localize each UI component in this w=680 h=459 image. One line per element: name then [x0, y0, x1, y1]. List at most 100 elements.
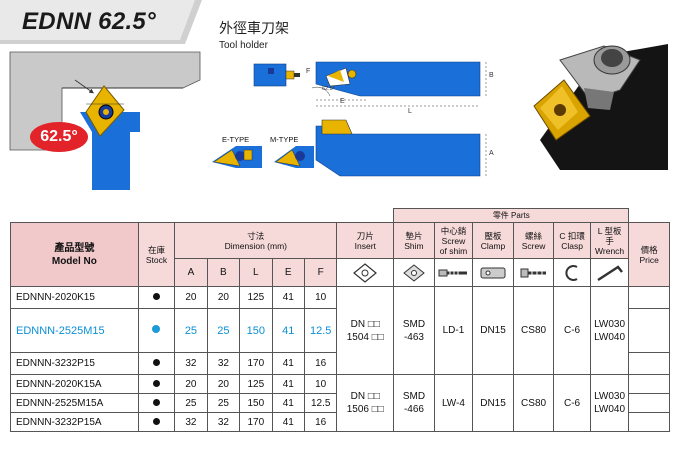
clasp-header: C 扣環 Clasp	[553, 222, 591, 259]
insert-header-en: Insert	[354, 240, 376, 251]
b-cell: 25	[206, 393, 241, 413]
title-banner: EDNN 62.5°	[0, 0, 202, 44]
price-cell	[628, 352, 670, 375]
model-header-cn: 產品型號	[54, 242, 95, 254]
b-cell: 32	[206, 352, 241, 375]
f-cell: 12.5	[303, 308, 338, 353]
shim-header-cn: 墊片	[405, 230, 423, 241]
clamp-cell: DN15	[472, 286, 514, 375]
e-cell: 41	[271, 352, 305, 375]
shim-icon	[403, 263, 425, 282]
insert-header: 刀片 Insert	[336, 222, 395, 259]
side-tool-illustration	[80, 85, 140, 190]
screw-cell: CS80	[512, 374, 555, 432]
top-view-illustration	[253, 61, 487, 107]
screw-header: 螺絲 Screw	[512, 222, 555, 259]
e-cell: 41	[271, 308, 305, 353]
e-type-illustration	[212, 146, 262, 168]
clasp-header-en: Clasp	[561, 240, 583, 251]
l-cell: 125	[239, 374, 273, 394]
stock-header: 在庫 Stock	[137, 222, 176, 287]
l-cell: 125	[239, 286, 273, 309]
tool-drawings	[9, 44, 670, 204]
dim-col-b: B	[206, 258, 241, 287]
screw-icon-cell	[512, 258, 555, 287]
clasp-icon	[565, 264, 578, 281]
spec-table: 零件 Parts 產品型號 Model No 在庫 Stock 寸法 Dimen…	[10, 208, 670, 432]
dim-label-e: E	[340, 98, 345, 105]
clamp-cell: DN15	[472, 374, 514, 432]
table-row: EDNNN-2020K15 20 20 125 41 10 DN □□ 1504…	[10, 286, 670, 375]
price-cell	[628, 374, 670, 394]
table-spacer	[629, 209, 670, 223]
stock-dot	[152, 398, 160, 406]
table-row: EDNNN-2020K15A 20 20 125 41 10 DN □□ 150…	[10, 374, 670, 432]
f-cell: 16	[303, 352, 338, 375]
dim-label-a: A	[489, 150, 494, 157]
clamp-icon	[480, 267, 506, 278]
page-title: EDNN 62.5°	[22, 8, 156, 35]
shim-cell: SMD -463	[393, 286, 435, 375]
shim-line-2: -466	[403, 404, 424, 415]
wrench-icon-cell	[589, 258, 630, 287]
dim-col-e: E	[271, 258, 305, 287]
model-cell: EDNNN-2020K15A	[10, 374, 139, 394]
stock-dot	[152, 379, 160, 387]
stock-cell	[137, 308, 176, 353]
clasp-cell: C-6	[553, 286, 591, 375]
screw-icon	[520, 268, 546, 277]
a-cell: 20	[174, 286, 208, 309]
e-type-label: E-TYPE	[222, 135, 250, 144]
m-type-illustration	[274, 146, 314, 168]
stock-header-en: Stock	[145, 254, 168, 265]
insert-line-2: 1506 □□	[346, 404, 384, 415]
price-cell	[628, 412, 670, 432]
clamp-header: 壓板 Clamp	[472, 222, 514, 259]
stock-cell	[137, 352, 176, 375]
parts-header: 零件 Parts	[393, 208, 630, 223]
model-header-en: Model No	[51, 255, 97, 267]
stock-cell	[137, 286, 176, 309]
model-cell: EDNNN-2525M15A	[10, 393, 139, 413]
wrench-cell: LW030 LW040	[589, 374, 630, 432]
insert-line-2: 1504 □□	[346, 331, 384, 343]
a-cell: 25	[174, 393, 208, 413]
price-cell	[628, 308, 670, 353]
wrench-header-cn1: L 型板	[597, 225, 622, 236]
stock-dot	[152, 359, 160, 366]
m-type-label: M-TYPE	[270, 135, 299, 144]
b-cell: 25	[206, 308, 241, 353]
insert-icon-cell	[336, 258, 395, 287]
wrench-line-2: LW040	[594, 331, 626, 343]
dimension-header-cn: 寸法	[247, 230, 265, 241]
clasp-icon-cell	[553, 258, 591, 287]
wrench-header: L 型板 手 Wrench	[589, 222, 630, 259]
clamp-header-cn: 壓板	[484, 230, 502, 241]
angle-badge: 62.5°	[30, 122, 88, 152]
e-cell: 41	[271, 393, 305, 413]
table-spacer	[11, 209, 394, 223]
dim-label-l: L	[408, 108, 412, 115]
holder-subtitle: Tool holder	[219, 40, 268, 51]
shim-screw-icon	[438, 269, 468, 276]
side-view-illustration	[315, 119, 487, 177]
holder-title: 外徑車刀架	[219, 21, 289, 37]
dim-label-b: B	[489, 72, 494, 79]
shim-icon-cell	[393, 258, 435, 287]
stock-dot	[152, 417, 160, 425]
e-cell: 41	[271, 374, 305, 394]
table-row: EDNNN-2525M15A 25 25 150 41 12.5	[10, 393, 670, 413]
insert-line-1: DN □□	[350, 391, 380, 402]
shim-line-1: SMD	[402, 318, 426, 330]
model-cell: EDNNN-3232P15	[10, 352, 139, 375]
wrench-line-1: LW030	[594, 391, 626, 402]
shim-screw-header-en2: of shim	[439, 245, 468, 256]
stock-dot	[152, 293, 160, 300]
shim-header: 墊片 Shim	[393, 222, 435, 259]
shim-header-en: Shim	[404, 240, 424, 251]
f-cell: 10	[303, 374, 338, 394]
dim-col-l: L	[239, 258, 273, 287]
insert-line-1: DN □□	[350, 318, 380, 330]
tool-photo-illustration	[533, 44, 670, 204]
model-cell: EDNNN-2020K15	[10, 286, 139, 309]
